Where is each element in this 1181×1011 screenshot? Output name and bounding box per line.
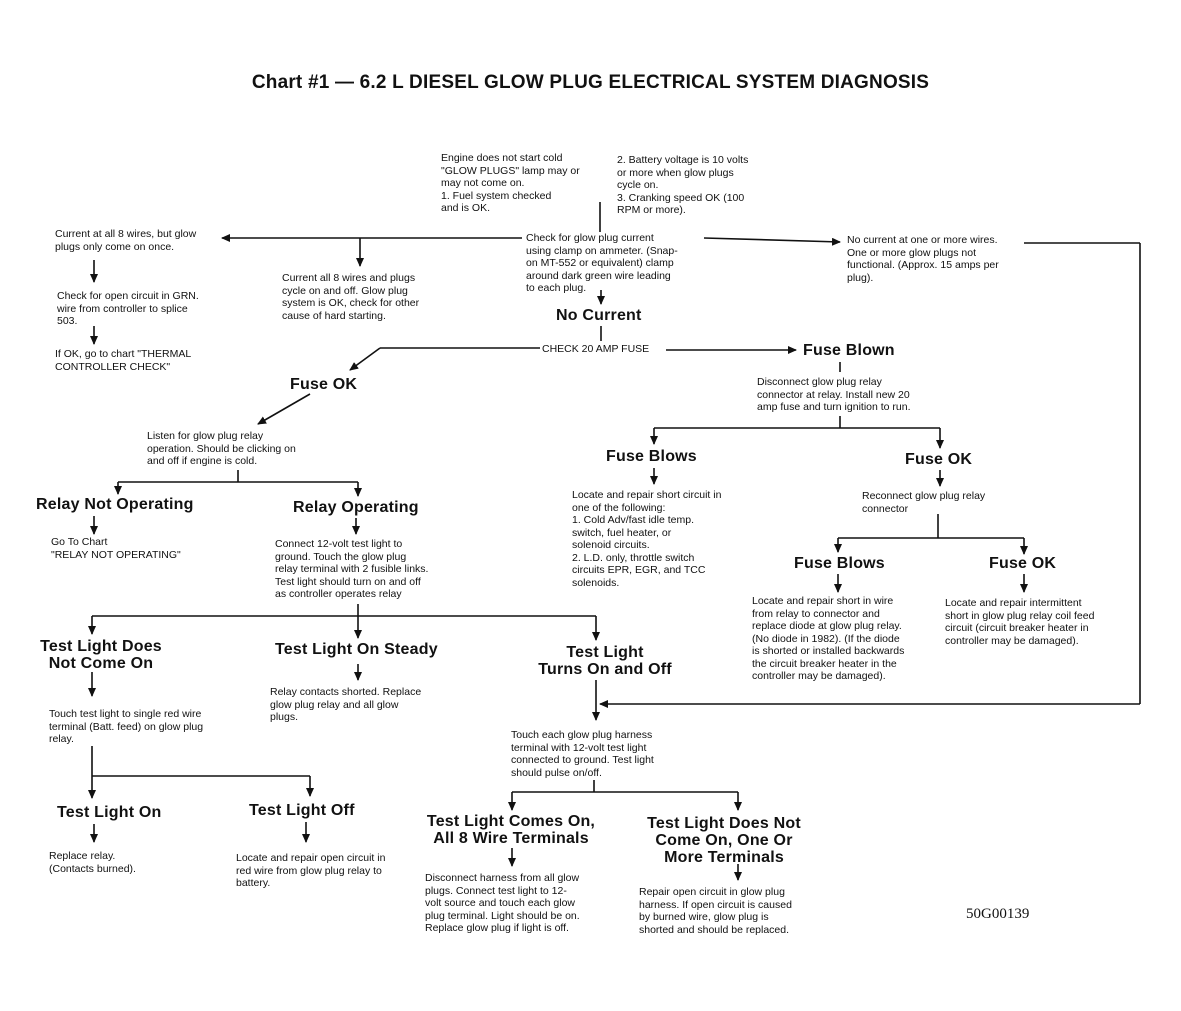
thermal-check-text: If OK, go to chart "THERMAL CONTROLLER C… xyxy=(55,348,192,373)
intermittent-short-text: Locate and repair intermittent short in … xyxy=(945,597,1095,647)
current-all-ok-text: Current all 8 wires and plugs cycle on a… xyxy=(282,272,420,322)
fuse-ok-heading-3: Fuse OK xyxy=(989,555,1057,572)
replace-relay-text: Replace relay. (Contacts burned). xyxy=(49,850,136,875)
connector xyxy=(349,347,381,371)
test-light-comes-on-all8-heading: Test Light Comes On, All 8 Wire Terminal… xyxy=(426,813,596,847)
start-conditions-2-3-text: 2. Battery voltage is 10 volts or more w… xyxy=(617,154,749,216)
connect-test-light-text: Connect 12-volt test light to ground. To… xyxy=(275,538,429,600)
check-current-text: Check for glow plug current using clamp … xyxy=(526,232,678,294)
listen-relay-text: Listen for glow plug relay operation. Sh… xyxy=(147,430,296,467)
repair-red-wire-text: Locate and repair open circuit in red wi… xyxy=(236,852,386,889)
fuse-blows-heading-2: Fuse Blows xyxy=(794,555,885,572)
test-light-does-not-come-on-heading: Test Light Does Not Come On xyxy=(40,638,162,672)
touch-each-harness-text: Touch each glow plug harness terminal wi… xyxy=(511,729,654,779)
check-open-grn-text: Check for open circuit in GRN. wire from… xyxy=(57,290,199,327)
relay-operating-heading: Relay Operating xyxy=(293,499,419,516)
reconnect-relay-text: Reconnect glow plug relay connector xyxy=(862,490,986,515)
contacts-shorted-text: Relay contacts shorted. Replace glow plu… xyxy=(270,686,422,723)
figure-id: 50G00139 xyxy=(966,906,1030,922)
locate-short-text: Locate and repair short circuit in one o… xyxy=(572,489,722,589)
go-to-chart-text: Go To Chart "RELAY NOT OPERATING" xyxy=(51,536,181,561)
test-light-off-heading: Test Light Off xyxy=(249,802,355,819)
test-light-on-heading: Test Light On xyxy=(57,804,162,821)
current-once-text: Current at all 8 wires, but glow plugs o… xyxy=(55,228,197,253)
connector xyxy=(257,393,311,425)
fuse-blows-heading: Fuse Blows xyxy=(606,448,697,465)
touch-red-wire-text: Touch test light to single red wire term… xyxy=(49,708,204,745)
disconnect-relay-text: Disconnect glow plug relay connector at … xyxy=(757,376,911,413)
test-light-on-steady-heading: Test Light On Steady xyxy=(275,641,438,658)
test-light-does-not-come-on-some-heading: Test Light Does Not Come On, One Or More… xyxy=(647,815,801,866)
fuse-ok-heading-2: Fuse OK xyxy=(905,451,973,468)
relay-not-operating-heading: Relay Not Operating xyxy=(36,496,194,513)
no-current-some-text: No current at one or more wires. One or … xyxy=(847,234,999,284)
fuse-blown-heading: Fuse Blown xyxy=(803,342,895,359)
disconnect-harness-text: Disconnect harness from all glow plugs. … xyxy=(425,872,580,934)
locate-short-wire-text: Locate and repair short in wire from rel… xyxy=(752,595,905,682)
test-light-turns-on-off-heading: Test Light Turns On and Off xyxy=(538,644,672,678)
connector xyxy=(703,237,841,246)
repair-harness-text: Repair open circuit in glow plug harness… xyxy=(639,886,792,936)
start-condition-text: Engine does not start cold "GLOW PLUGS" … xyxy=(441,152,580,214)
chart-title: Chart #1 — 6.2 L DIESEL GLOW PLUG ELECTR… xyxy=(251,72,930,93)
fuse-ok-heading: Fuse OK xyxy=(290,376,358,393)
no-current-heading: No Current xyxy=(556,307,642,324)
check-fuse-text: CHECK 20 AMP FUSE xyxy=(542,343,650,355)
